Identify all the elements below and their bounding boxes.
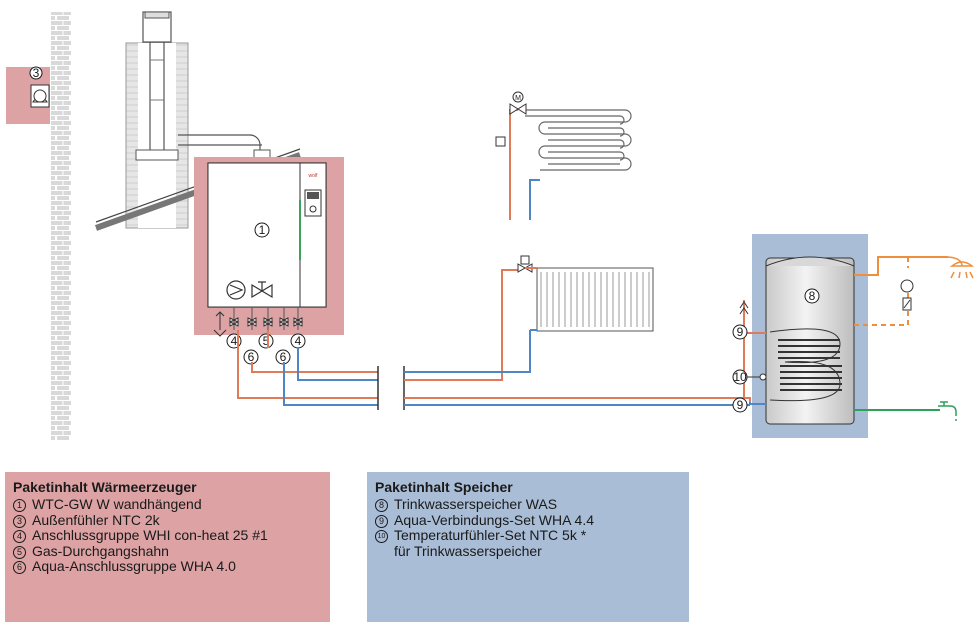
dhw-pipes <box>854 256 948 411</box>
thermostatic-valve-icon <box>517 255 533 273</box>
label-storage-tank: 8 <box>804 288 820 304</box>
svg-text:3: 3 <box>33 66 40 80</box>
label-aqua-set-top: 9 <box>732 324 748 340</box>
legend-item-number: 10 <box>375 530 388 543</box>
svg-text:wolf: wolf <box>309 173 319 179</box>
svg-text:1: 1 <box>259 223 266 237</box>
legend-item-text: Aqua-Anschlussgruppe WHA 4.0 <box>32 558 236 574</box>
shower-icon <box>947 256 975 279</box>
svg-text:6: 6 <box>280 350 287 364</box>
label-outdoor-sensor: 3 <box>29 66 43 80</box>
supply-pipes <box>237 330 378 406</box>
label-connection-group-right: 4 <box>290 333 306 349</box>
legend-item-number: 8 <box>375 499 388 512</box>
outdoor-sensor-icon <box>30 84 50 108</box>
room-thermostat-icon <box>495 136 506 147</box>
svg-text:M: M <box>515 95 521 102</box>
legend-generator-title: Paketinhalt Wärmeerzeuger <box>13 479 197 495</box>
circulation-pump-icon <box>900 279 914 311</box>
distribution-pipes <box>404 109 751 406</box>
legend-item: 9 Aqua-Verbindungs-Set WHA 4.4 <box>375 511 681 529</box>
legend-item-text: Gas-Durchgangshahn <box>32 542 169 559</box>
legend-item-number: 5 <box>13 545 26 559</box>
connection-valves <box>213 307 304 337</box>
svg-text:4: 4 <box>231 334 238 348</box>
legend-item-number: 9 <box>375 514 388 528</box>
pump-icon <box>226 280 246 300</box>
svg-text:9: 9 <box>737 398 744 412</box>
legend-item-number: 3 <box>13 514 26 528</box>
legend-item-number: 6 <box>13 561 26 574</box>
label-gas-valve: 5 <box>258 333 274 349</box>
legend-item: 4 Anschlussgruppe WHI con-heat 25 #1 <box>13 527 322 544</box>
label-aqua-group-left: 6 <box>243 349 259 365</box>
legend-item-text: WTC-GW W wandhängend <box>32 496 202 512</box>
legend-item-text: Temperaturfühler-Set NTC 5k * <box>394 527 587 543</box>
manifold <box>377 366 405 410</box>
legend-generator: Paketinhalt Wärmeerzeuger 1 WTC-GW W wan… <box>5 472 330 622</box>
label-temp-sensor: 10 <box>732 369 767 385</box>
legend-item-continuation: für Trinkwasserspeicher <box>394 542 542 559</box>
svg-text:6: 6 <box>248 350 255 364</box>
tap-icon <box>938 401 957 421</box>
legend-item-text: Anschlussgruppe WHI con-heat 25 #1 <box>32 527 268 543</box>
exterior-wall <box>51 12 71 440</box>
legend-item-text: Trinkwasserspeicher WAS <box>394 496 558 512</box>
legend-item-text: Außenfühler NTC 2k <box>32 511 160 528</box>
svg-text:5: 5 <box>263 334 270 348</box>
legend-item: 5 Gas-Durchgangshahn <box>13 542 322 560</box>
floor-heating-coil <box>525 109 632 171</box>
legend-item: 1 WTC-GW W wandhängend <box>13 496 322 513</box>
label-aqua-group-right: 6 <box>275 349 291 365</box>
legend-item: 3 Außenfühler NTC 2k <box>13 511 322 529</box>
legend-item-number: 4 <box>13 530 26 543</box>
svg-text:8: 8 <box>809 289 816 303</box>
valve-icon <box>251 281 273 299</box>
label-aqua-set-bottom: 9 <box>732 397 748 413</box>
legend-storage-title: Paketinhalt Speicher <box>375 479 513 495</box>
vent-arrow <box>739 301 749 315</box>
legend-item: 10 Temperaturfühler-Set NTC 5k * <box>375 527 681 544</box>
motor-valve-icon: M <box>509 91 527 115</box>
radiator-icon <box>536 267 654 332</box>
svg-text:10: 10 <box>733 370 747 384</box>
legend-item: 8 Trinkwasserspeicher WAS <box>375 496 681 513</box>
svg-text:4: 4 <box>295 334 302 348</box>
storage-tank <box>765 256 855 425</box>
legend-storage: Paketinhalt Speicher 8 Trinkwasserspeich… <box>367 472 689 622</box>
legend-item-number: 1 <box>13 499 26 512</box>
svg-text:9: 9 <box>737 325 744 339</box>
legend-item-text: Aqua-Verbindungs-Set WHA 4.4 <box>394 511 595 528</box>
legend-item: 6 Aqua-Anschlussgruppe WHA 4.0 <box>13 558 322 575</box>
label-boiler: 1 <box>254 222 270 238</box>
